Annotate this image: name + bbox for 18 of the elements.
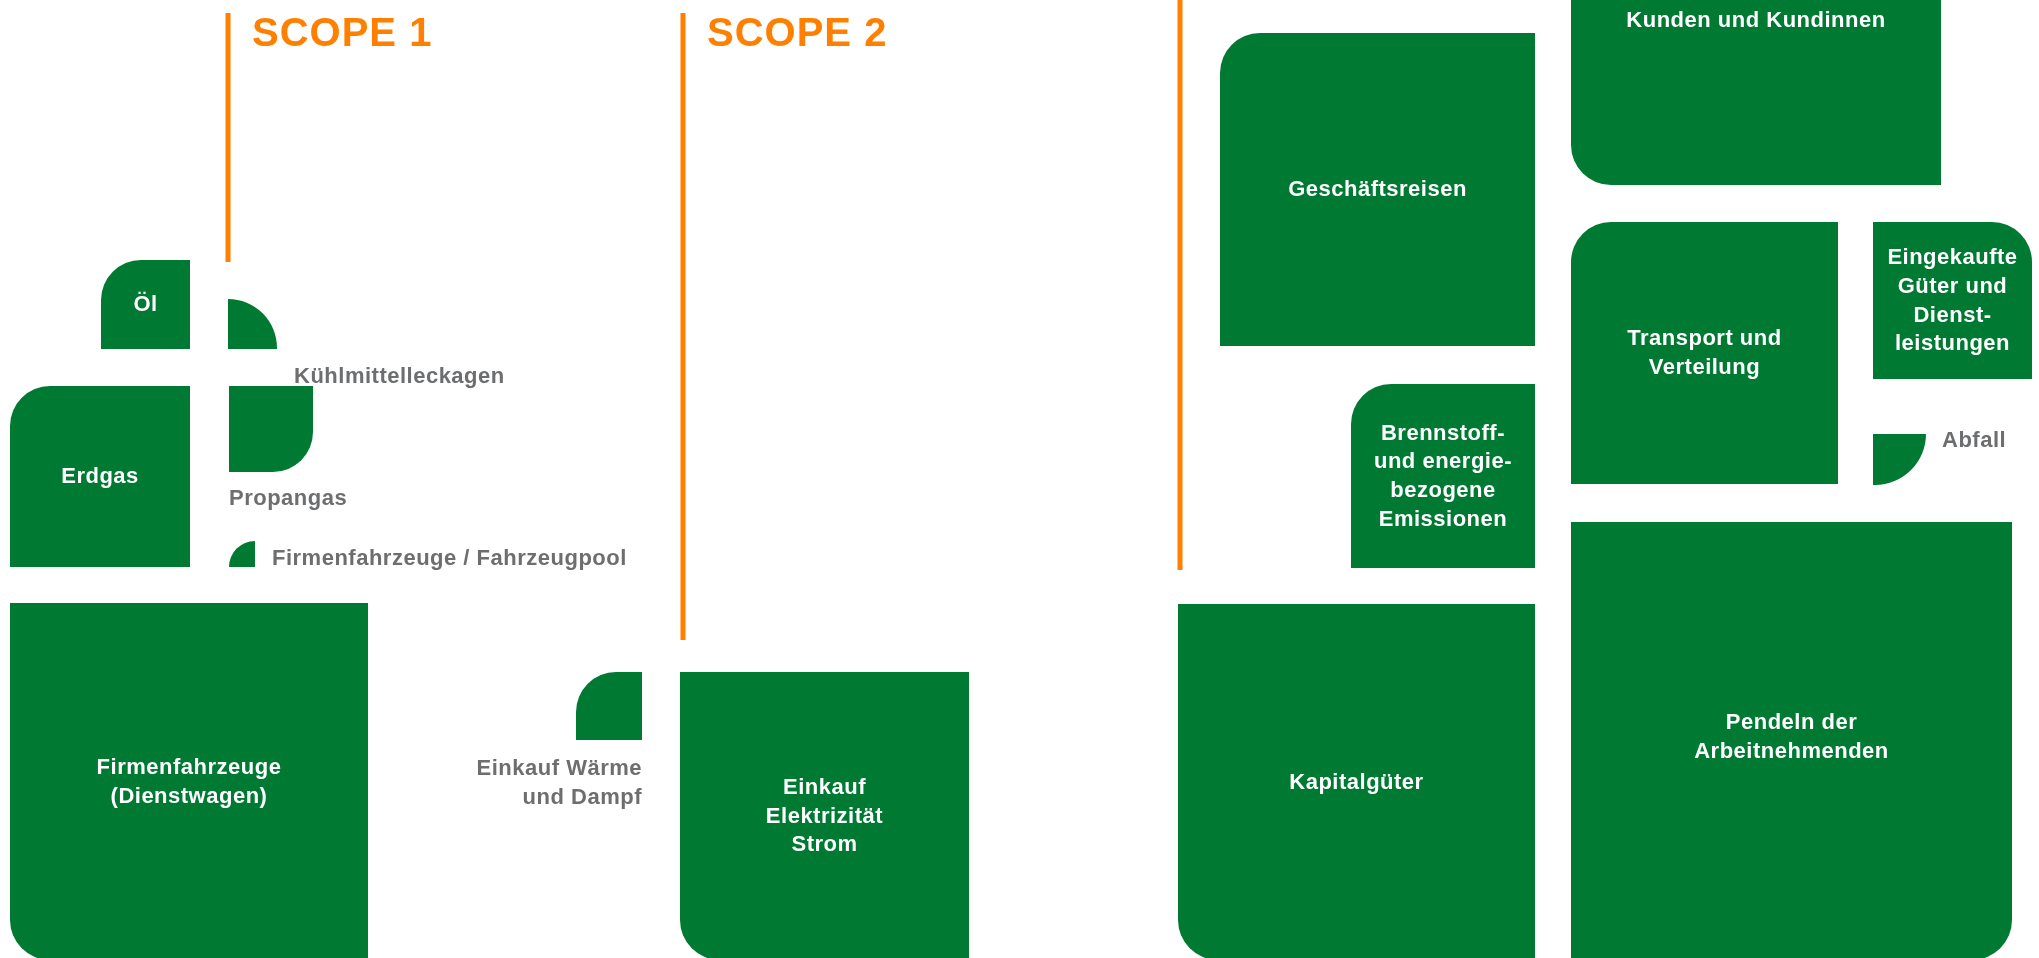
category-box: Öl xyxy=(101,260,190,349)
category-box: Geschäftsreisen xyxy=(1220,33,1535,346)
scope-heading: SCOPE 1 xyxy=(252,12,433,52)
category-label: Firmenfahrzeuge / Fahrzeugpool xyxy=(272,544,627,572)
category-box: Kunden und Kundinnen xyxy=(1571,0,1941,185)
category-box: Eingekaufte Güter und Dienst- leistungen xyxy=(1873,222,2032,379)
category-label: Propangas xyxy=(229,484,348,512)
category-label: Abfall xyxy=(1942,426,2007,454)
category-box: Transport und Verteilung xyxy=(1571,222,1838,484)
category-box: Kapitalgüter xyxy=(1178,604,1535,958)
category-box: Brennstoff- und energie- bezogene Emissionen xyxy=(1351,384,1535,568)
category-box: Pendeln der Arbeitnehmenden xyxy=(1571,522,2012,958)
category-label: Kühlmittelleckagen xyxy=(294,362,505,390)
category-box: Firmenfahrzeuge (Dienstwagen) xyxy=(10,603,368,958)
scope-heading: SCOPE 2 xyxy=(707,12,888,52)
category-box: Einkauf Elektrizität Strom xyxy=(680,672,969,958)
category-box: Erdgas xyxy=(10,386,190,567)
category-label: Einkauf Wärme und Dampf xyxy=(475,754,642,811)
